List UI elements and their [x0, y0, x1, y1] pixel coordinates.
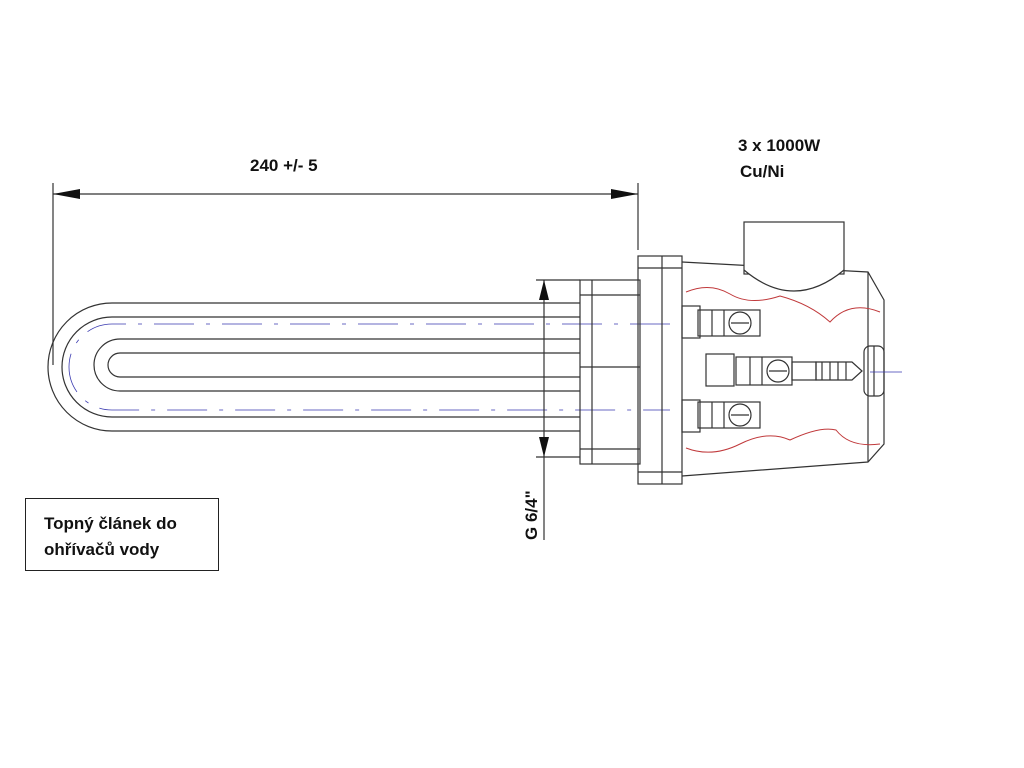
- caption-line-1: Topný článek do: [44, 514, 177, 533]
- heating-tube-inner: [93, 338, 580, 392]
- length-dimension-line: [52, 183, 639, 365]
- thread-dimension-line: [536, 279, 580, 540]
- terminal-housing: [681, 221, 885, 477]
- terminal-block-top: [681, 305, 761, 339]
- caption-box: Topný článek do ohřívačů vody: [25, 498, 219, 571]
- internal-wires: [685, 287, 881, 453]
- grounding-screw: [863, 345, 902, 397]
- caption-line-2: ohřívačů vody: [44, 540, 160, 559]
- material-label: Cu/Ni: [740, 162, 785, 181]
- heating-tube-outer: [47, 302, 580, 432]
- length-dimension-label: 240 +/- 5: [250, 156, 318, 175]
- terminal-block-bottom: [681, 399, 761, 433]
- threaded-nut: [579, 279, 641, 465]
- thread-dimension-label: G 6/4": [522, 490, 541, 540]
- flange: [637, 255, 683, 485]
- tube-centerlines: [68, 323, 670, 411]
- terminal-block-middle: [705, 353, 863, 387]
- power-rating-label: 3 x 1000W: [738, 136, 821, 155]
